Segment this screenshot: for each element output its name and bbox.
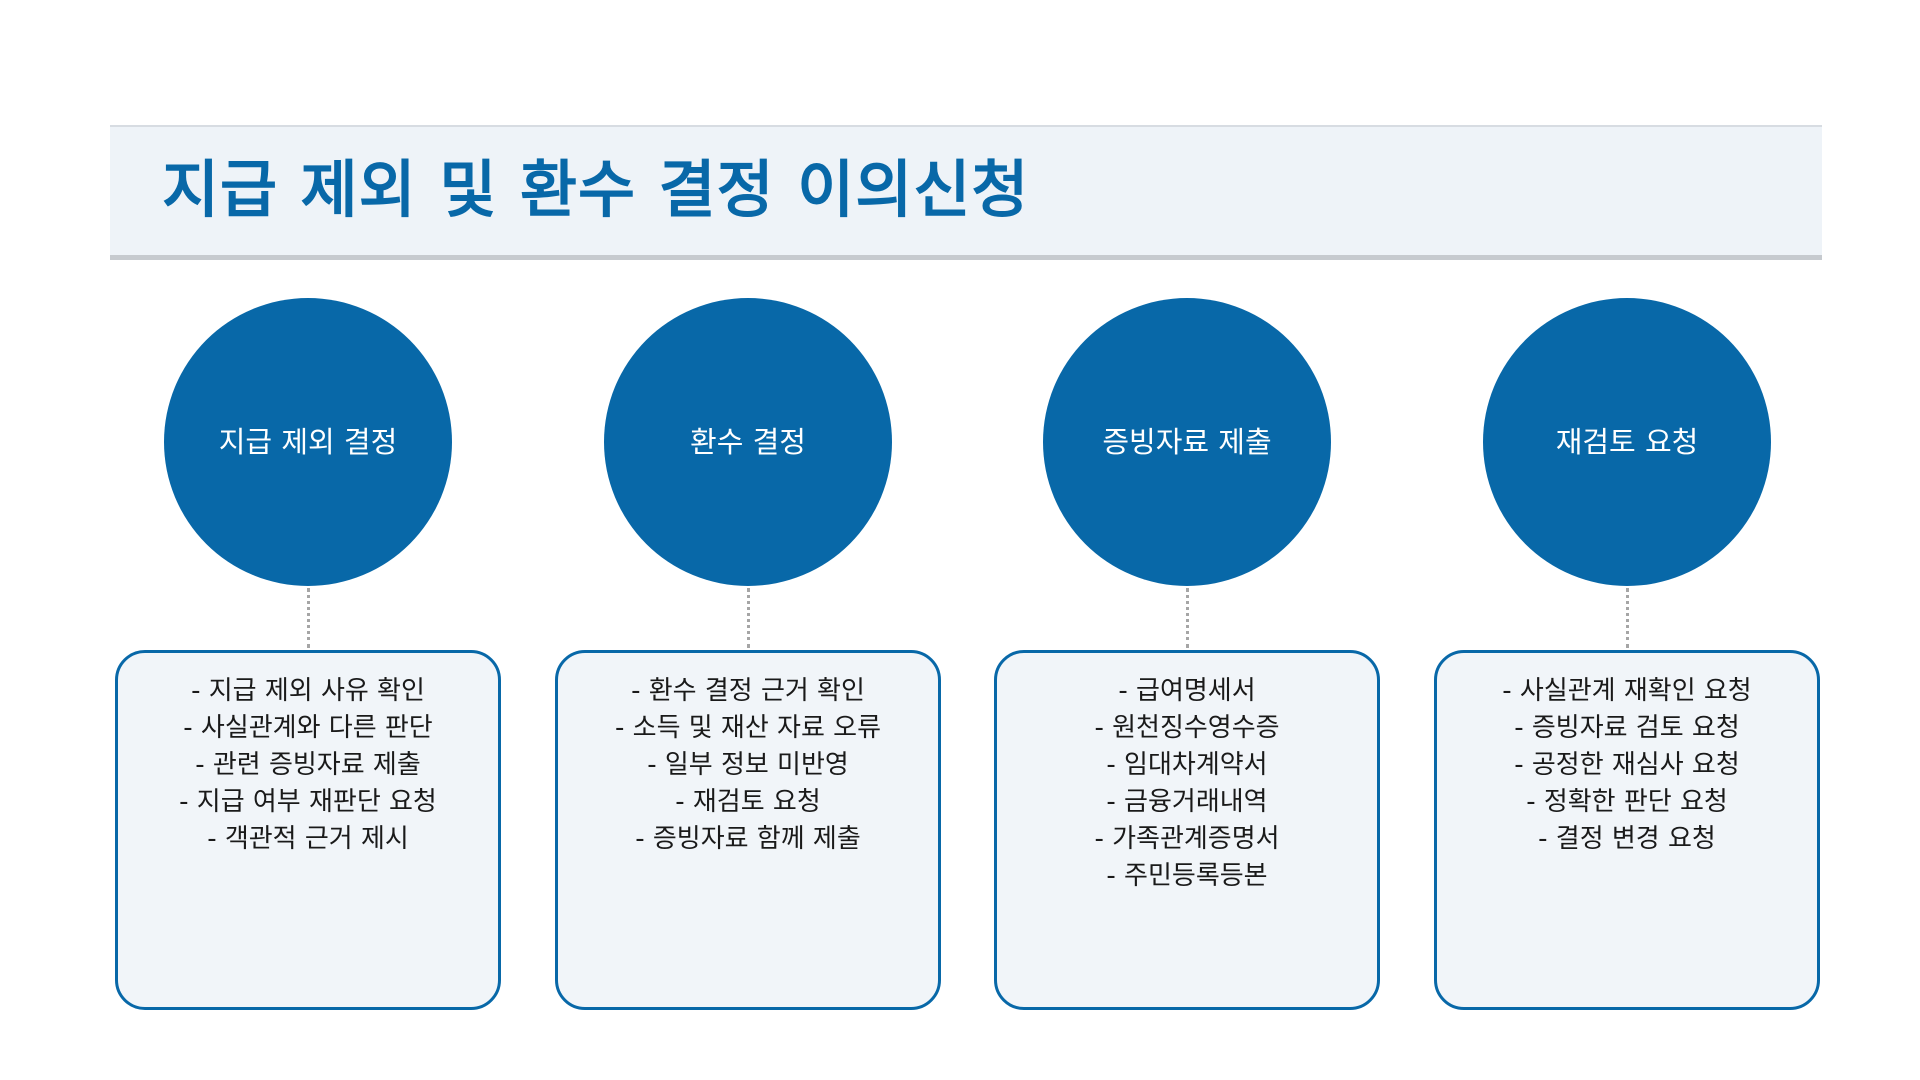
detail-item: - 객관적 근거 제시 [207, 824, 409, 854]
dotted-connector [1186, 588, 1189, 648]
column-recovery-decision: 환수 결정 - 환수 결정 근거 확인 - 소득 및 재산 자료 오류 - 일부… [548, 0, 948, 1080]
dotted-connector [747, 588, 750, 648]
detail-item: - 정확한 판단 요청 [1526, 787, 1728, 817]
dotted-connector [307, 588, 310, 648]
detail-item: - 지급 여부 재판단 요청 [179, 787, 437, 817]
stage-circle: 환수 결정 [604, 298, 892, 586]
detail-item: - 재검토 요청 [675, 787, 821, 817]
detail-item: - 소득 및 재산 자료 오류 [615, 713, 881, 743]
page-title: 지급 제외 및 환수 결정 이의신청 [162, 153, 1030, 226]
stage-circle: 증빙자료 제출 [1043, 298, 1331, 586]
stage-label: 환수 결정 [690, 425, 806, 459]
detail-item: - 증빙자료 함께 제출 [635, 824, 861, 854]
dotted-connector [1626, 588, 1629, 648]
stage-circle: 재검토 요청 [1483, 298, 1771, 586]
detail-item: - 공정한 재심사 요청 [1514, 750, 1740, 780]
detail-item: - 환수 결정 근거 확인 [631, 676, 865, 706]
column-evidence-submission: 증빙자료 제출 - 급여명세서 - 원천징수영수증 - 임대차계약서 - 금융거… [987, 0, 1387, 1080]
detail-box: - 환수 결정 근거 확인 - 소득 및 재산 자료 오류 - 일부 정보 미반… [555, 650, 941, 1010]
detail-item: - 가족관계증명서 [1094, 824, 1280, 854]
detail-item: - 증빙자료 검토 요청 [1514, 713, 1740, 743]
detail-item: - 주민등록등본 [1106, 861, 1268, 891]
detail-item: - 결정 변경 요청 [1538, 824, 1716, 854]
detail-item: - 관련 증빙자료 제출 [195, 750, 421, 780]
detail-box: - 사실관계 재확인 요청 - 증빙자료 검토 요청 - 공정한 재심사 요청 … [1434, 650, 1820, 1010]
detail-item: - 사실관계 재확인 요청 [1502, 676, 1752, 706]
detail-box: - 급여명세서 - 원천징수영수증 - 임대차계약서 - 금융거래내역 - 가족… [994, 650, 1380, 1010]
stage-label: 재검토 요청 [1555, 425, 1699, 459]
column-review-request: 재검토 요청 - 사실관계 재확인 요청 - 증빙자료 검토 요청 - 공정한 … [1427, 0, 1827, 1080]
stage-label: 지급 제외 결정 [218, 425, 398, 459]
title-band: 지급 제외 및 환수 결정 이의신청 [110, 125, 1822, 260]
column-exclusion-decision: 지급 제외 결정 - 지급 제외 사유 확인 - 사실관계와 다른 판단 - 관… [108, 0, 508, 1080]
detail-item: - 지급 제외 사유 확인 [191, 676, 425, 706]
detail-item: - 임대차계약서 [1106, 750, 1268, 780]
detail-item: - 원천징수영수증 [1094, 713, 1280, 743]
detail-item: - 일부 정보 미반영 [647, 750, 849, 780]
detail-item: - 급여명세서 [1118, 676, 1256, 706]
stage-label: 증빙자료 제출 [1102, 425, 1272, 459]
detail-item: - 금융거래내역 [1106, 787, 1268, 817]
detail-box: - 지급 제외 사유 확인 - 사실관계와 다른 판단 - 관련 증빙자료 제출… [115, 650, 501, 1010]
detail-item: - 사실관계와 다른 판단 [183, 713, 433, 743]
stage-circle: 지급 제외 결정 [164, 298, 452, 586]
